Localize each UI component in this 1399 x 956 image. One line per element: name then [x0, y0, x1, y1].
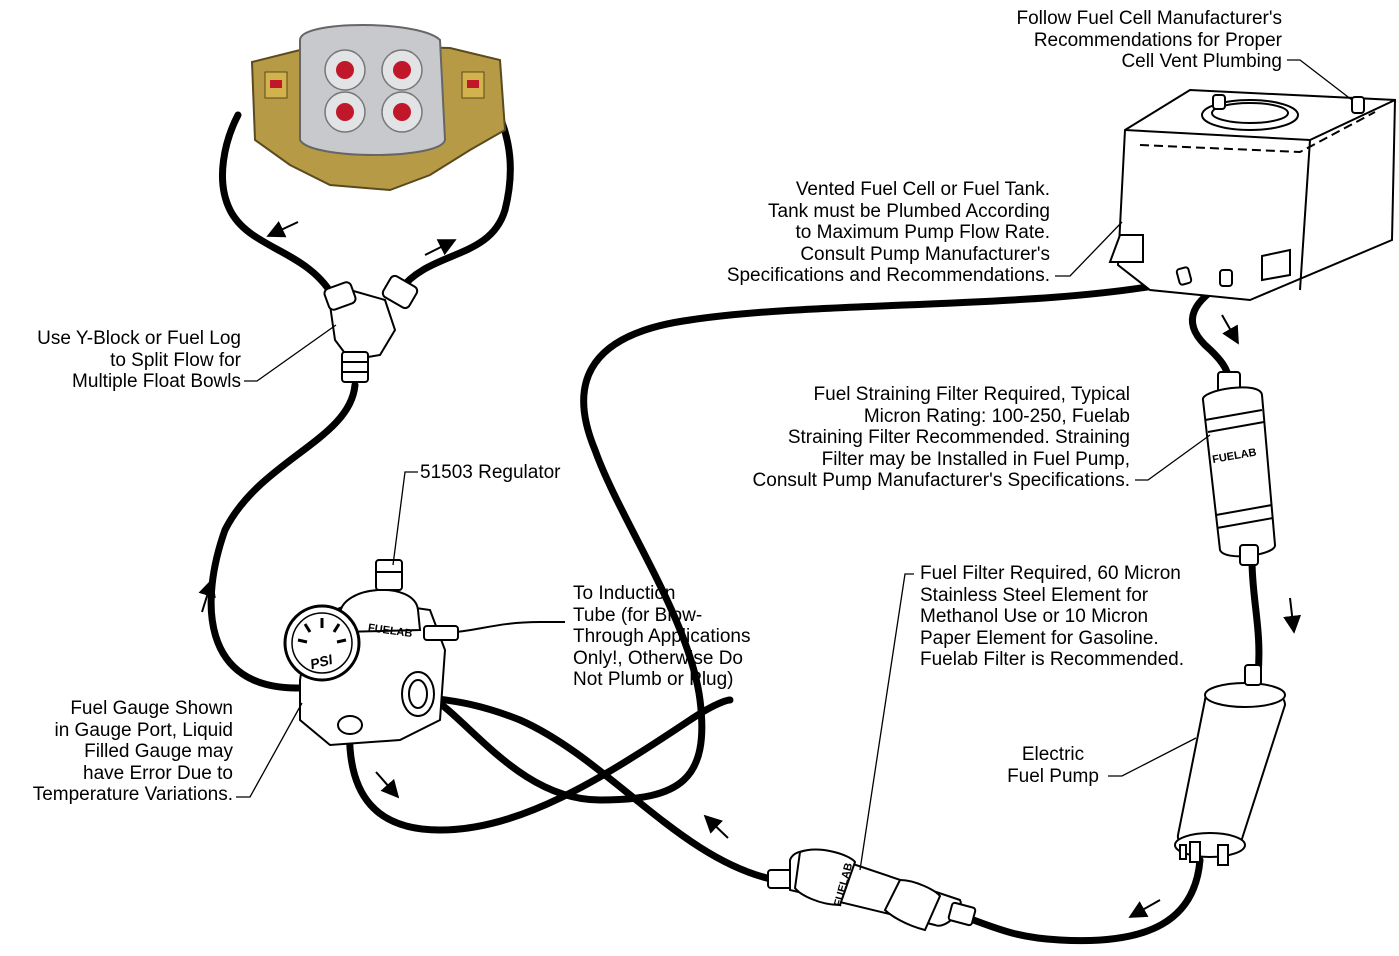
leader-regulator: [392, 471, 418, 566]
tank-callout: Vented Fuel Cell or Fuel Tank. Tank must…: [726, 179, 1050, 286]
leader-tank: [1055, 221, 1123, 277]
hose-pump-to-filter: [964, 856, 1204, 945]
hose-induction-tube: [454, 621, 565, 633]
hose-filter-to-regulator: [421, 693, 779, 884]
hose-regulator-bottom-loop: [346, 696, 734, 834]
leader-straining: [1135, 434, 1211, 481]
leader-filter: [859, 573, 914, 871]
fuel-hoses: [207, 108, 1263, 945]
leader-gauge: [236, 702, 303, 798]
hose-yblock-to-carb-left: [218, 111, 339, 304]
carburetor: [250, 24, 507, 192]
flow-arrow: [1128, 899, 1161, 918]
fuel-gauge-callout: Fuel Gauge Shown in Gauge Port, Liquid F…: [32, 698, 233, 805]
induction-callout: To Induction Tube (for Blow- Through App…: [573, 583, 751, 690]
flow-arrow: [375, 771, 400, 799]
fuel-filter-callout: Fuel Filter Required, 60 Micron Stainles…: [920, 563, 1184, 670]
fuel-gauge: [283, 604, 361, 682]
gauge-unit-marking: PSI: [308, 651, 335, 673]
hose-yblock-to-carb-right: [396, 108, 514, 294]
yblock-callout: Use Y-Block or Fuel Log to Split Flow fo…: [37, 328, 241, 392]
flow-arrow: [266, 220, 299, 238]
flow-arrow: [1221, 314, 1239, 345]
hose-strainer-to-pump: [1248, 556, 1263, 679]
regulator-callout: 51503 Regulator: [420, 462, 561, 483]
hose-regulator-to-yblock: [207, 381, 359, 692]
hose-tank-return-loop: [424, 276, 1189, 804]
leader-yblock: [244, 324, 337, 382]
leader-vent: [1287, 59, 1353, 101]
vent-callout: Follow Fuel Cell Manufacturer's Recommen…: [1016, 8, 1283, 72]
straining-filter-callout: Fuel Straining Filter Required, Typical …: [752, 384, 1130, 491]
flow-arrow: [424, 239, 457, 256]
leader-pump: [1108, 737, 1197, 777]
leader-lines: [236, 59, 1353, 871]
electric-fuel-pump: [1174, 664, 1287, 866]
inline-fuel-filter: [767, 848, 977, 932]
straining-filter: [1202, 371, 1276, 566]
flow-arrows: [198, 220, 1302, 918]
flow-arrow: [198, 578, 216, 613]
hose-tank-to-strainer: [1189, 278, 1232, 382]
fuel-pump-callout: Electric Fuel Pump: [1007, 744, 1099, 787]
flow-arrow: [1283, 597, 1302, 634]
fuel-cell: [1108, 88, 1397, 302]
flow-arrow: [703, 814, 729, 839]
y-block: [323, 274, 419, 383]
